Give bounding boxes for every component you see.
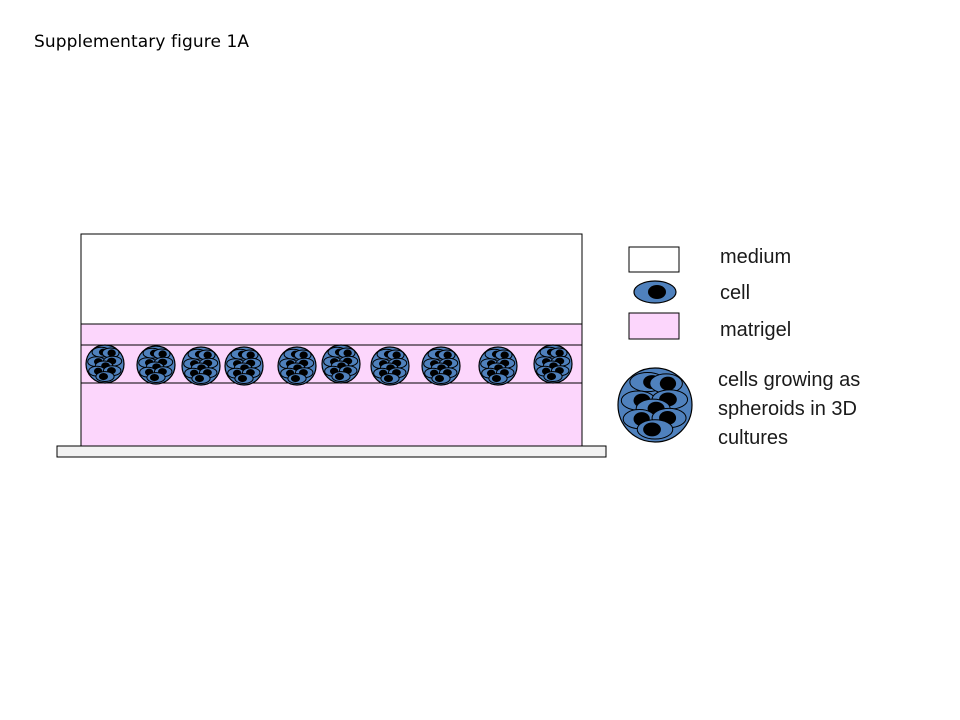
cell [331,371,351,382]
cell [431,373,451,384]
matrigel-bottom-layer [80,382,583,447]
legend-matrigel-swatch [628,312,680,340]
culture-plate-base [56,445,607,458]
spheroid [370,346,410,386]
cell [152,348,171,360]
cell [636,419,674,440]
cell [543,371,563,382]
cell [146,372,166,383]
medium-layer [80,233,583,325]
legend-cell-label: cell [720,282,751,304]
legend-spheroid-line: spheroids in 3D [718,398,857,420]
cell [488,373,508,384]
spheroid [277,346,317,386]
cell [191,373,211,384]
cell [549,347,568,359]
cell [234,373,254,384]
figure-title: Supplementary figure 1A [34,32,250,52]
legend-medium-label: medium [720,246,792,268]
spheroid [181,346,221,386]
spheroid-row [85,344,573,386]
cell [386,349,405,361]
cell [287,373,307,384]
legend-medium-swatch [628,246,680,273]
spheroid [617,367,693,443]
legend-matrigel-label: matrigel [720,319,792,341]
matrigel-top-layer [80,323,583,346]
spheroid [533,344,573,384]
cell [437,349,456,361]
cell [649,373,683,394]
cell [95,371,115,382]
spheroid [421,346,461,386]
cell [380,373,400,384]
spheroid [224,346,264,386]
cell [293,349,312,361]
legend-spheroid-label: cells growing as spheroids in 3D culture… [718,366,908,453]
spheroid [321,344,361,384]
spheroid [136,345,176,385]
spheroid [85,344,125,384]
legend-spheroid-icon [617,367,693,443]
spheroid [478,346,518,386]
legend-cell-icon [633,280,677,304]
legend-spheroid-line: cultures [718,427,789,449]
cell [197,349,216,361]
legend-spheroid-line: cells growing as [718,369,861,391]
